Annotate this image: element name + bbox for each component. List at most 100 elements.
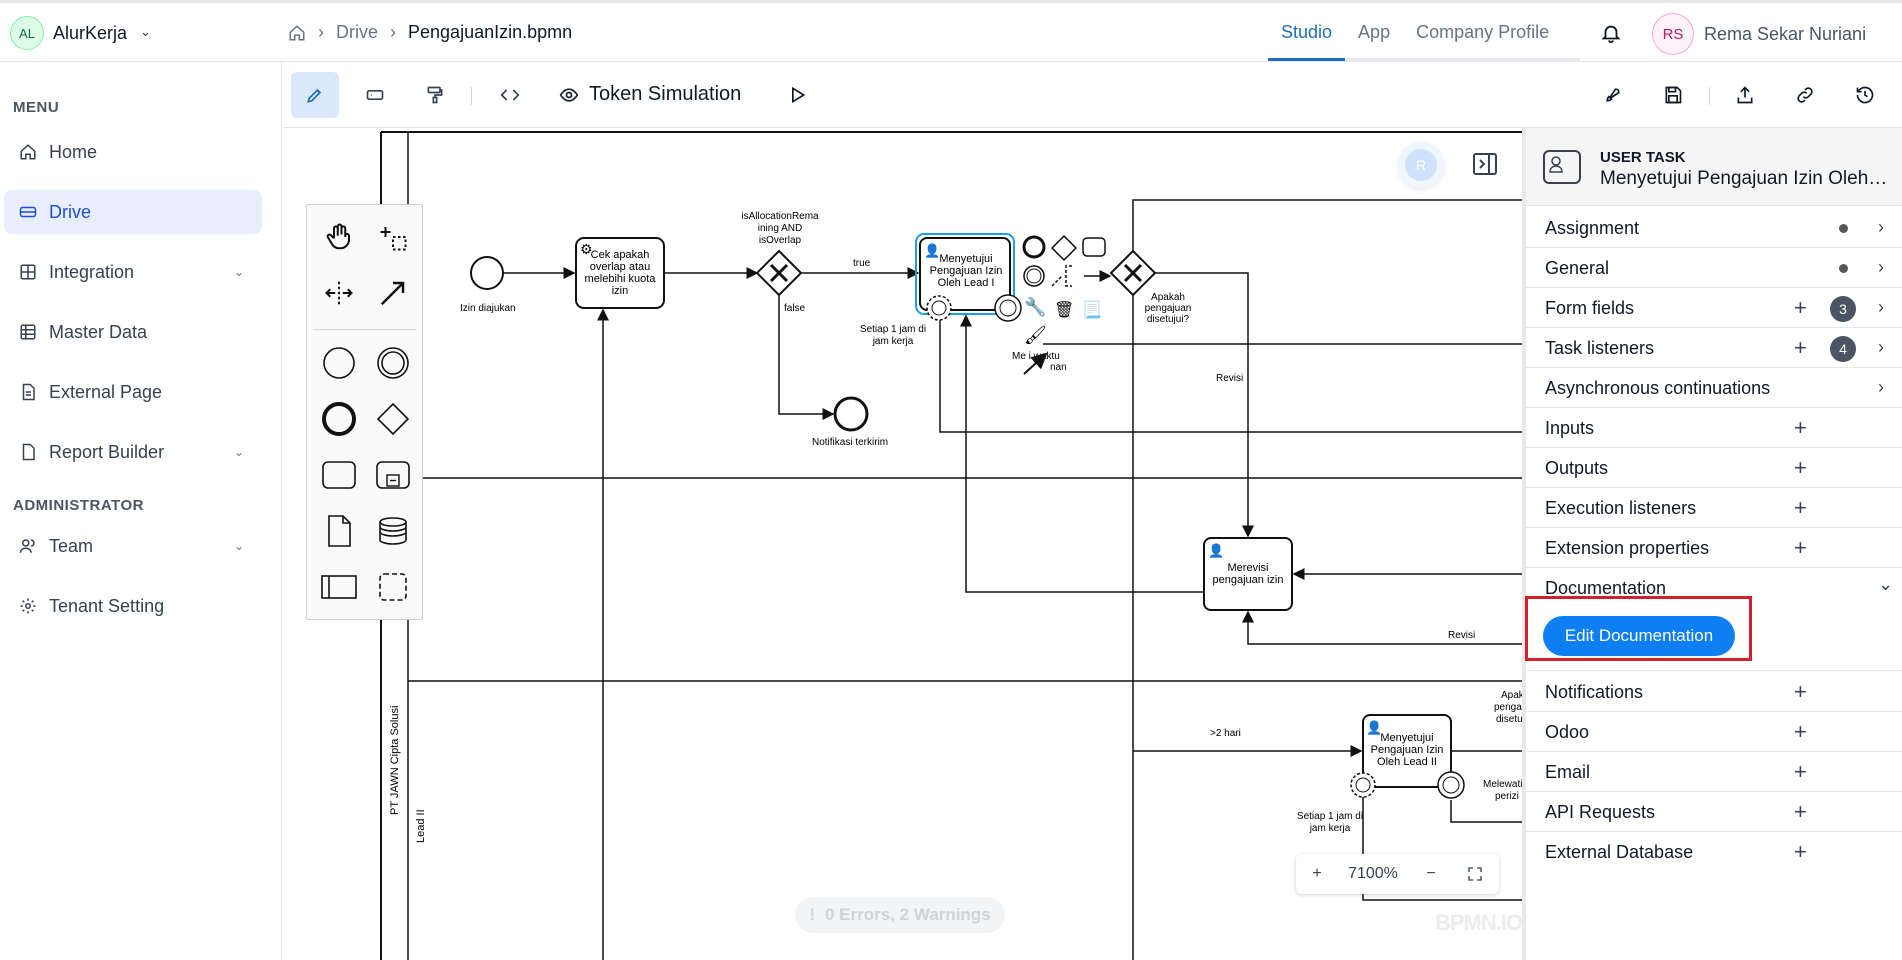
pad-end-event[interactable] (1022, 235, 1046, 259)
bell-icon[interactable] (1600, 22, 1622, 44)
bpmn-canvas[interactable]: PT JAWN Cipta Solusi Lead II Izin diajuk… (283, 128, 1522, 960)
timer-boundary-3[interactable] (1350, 772, 1376, 798)
sidebar-item-external-page[interactable]: External Page (4, 370, 262, 414)
add-icon[interactable]: + (1794, 759, 1807, 784)
group-extension-properties[interactable]: Extension properties + (1526, 528, 1902, 568)
sidebar-item-home[interactable]: Home (4, 130, 262, 174)
brush-icon[interactable]: 🖌 (1024, 325, 1047, 345)
add-icon[interactable]: + (1794, 455, 1807, 480)
tab-studio[interactable]: Studio (1268, 3, 1346, 61)
add-icon[interactable]: + (1794, 719, 1807, 744)
tab-app[interactable]: App (1358, 22, 1391, 42)
group-documentation[interactable]: Documentation ⌄ (1526, 568, 1902, 612)
user-task-lead1[interactable] (919, 237, 1011, 311)
start-event[interactable] (470, 256, 504, 290)
deploy-button[interactable] (1589, 72, 1637, 118)
user-name[interactable]: Rema Sekar Nuriani (1704, 24, 1867, 44)
group-email[interactable]: Email + (1526, 752, 1902, 792)
collaborator-avatar[interactable]: R (1398, 142, 1444, 188)
user-avatar[interactable]: RS (1652, 13, 1694, 55)
sidebar-item-drive[interactable]: Drive (4, 190, 262, 234)
validation-status[interactable]: ! 0 Errors, 2 Warnings (795, 897, 1005, 933)
hand-tool-icon[interactable] (317, 215, 361, 259)
intermediate-event-tool-icon[interactable] (371, 341, 415, 385)
chevron-right-icon[interactable]: › (1878, 217, 1884, 237)
chevron-down-icon[interactable]: ⌄ (140, 24, 151, 39)
add-icon[interactable]: + (1794, 679, 1807, 704)
group-tool-icon[interactable] (371, 565, 415, 609)
space-tool-icon[interactable] (317, 271, 361, 315)
panel-collapse-icon[interactable] (1472, 152, 1498, 176)
pad-task[interactable] (1082, 237, 1106, 257)
timer-boundary-4[interactable] (1437, 771, 1465, 799)
zoom-out-button[interactable]: − (1426, 865, 1436, 882)
properties-mode-button[interactable] (351, 72, 399, 118)
chevron-right-icon[interactable]: › (1878, 297, 1884, 317)
group-async[interactable]: Asynchronous continuations › (1526, 368, 1902, 408)
sidebar-item-tenant-setting[interactable]: Tenant Setting (4, 584, 262, 628)
sidebar-item-team[interactable]: Team ⌄ (4, 524, 262, 568)
connect-tool-icon[interactable] (371, 271, 415, 315)
link-button[interactable] (1781, 72, 1829, 118)
token-simulation-toggle[interactable]: Token Simulation (559, 83, 741, 106)
history-button[interactable] (1841, 72, 1889, 118)
group-assignment[interactable]: Assignment › (1526, 208, 1902, 248)
timer-boundary-1[interactable] (926, 295, 952, 321)
group-notifications[interactable]: Notifications + (1526, 672, 1902, 712)
save-button[interactable] (1649, 72, 1697, 118)
group-odoo[interactable]: Odoo + (1526, 712, 1902, 752)
wrench-icon[interactable]: 🔧 (1024, 296, 1046, 317)
add-icon[interactable]: + (1794, 535, 1807, 560)
start-event-tool-icon[interactable] (317, 341, 361, 385)
group-api-requests[interactable]: API Requests + (1526, 792, 1902, 832)
bpmn-io-logo[interactable]: BPMN.IO (1435, 910, 1523, 935)
add-icon[interactable]: + (1794, 415, 1807, 440)
chevron-right-icon[interactable]: › (1878, 257, 1884, 277)
group-task-listeners[interactable]: Task listeners + 4 › (1526, 328, 1902, 368)
zoom-in-button[interactable]: + (1312, 865, 1322, 882)
timer-boundary-2[interactable] (994, 294, 1022, 322)
chevron-right-icon[interactable]: › (1878, 337, 1884, 357)
lasso-tool-icon[interactable] (371, 215, 415, 259)
chevron-right-icon[interactable]: › (1878, 377, 1884, 397)
add-icon[interactable]: + (1794, 335, 1807, 360)
group-execution-listeners[interactable]: Execution listeners + (1526, 488, 1902, 528)
data-store-tool-icon[interactable] (371, 509, 415, 553)
workspace-name[interactable]: AlurKerja (53, 23, 128, 43)
group-outputs[interactable]: Outputs + (1526, 448, 1902, 488)
run-button[interactable] (773, 72, 821, 118)
export-button[interactable] (1721, 72, 1769, 118)
trash-icon[interactable]: 🗑 (1054, 301, 1074, 319)
end-event-notifikasi[interactable] (833, 396, 869, 432)
notes-icon[interactable]: 📃 (1082, 300, 1102, 319)
group-external-database[interactable]: External Database + (1526, 832, 1902, 872)
edit-documentation-button[interactable]: Edit Documentation (1543, 616, 1735, 656)
add-icon[interactable]: + (1794, 295, 1807, 320)
add-icon[interactable]: + (1794, 495, 1807, 520)
sidebar-item-master-data[interactable]: Master Data (4, 310, 262, 354)
modeler-mode-button[interactable] (291, 72, 339, 118)
pad-text-annotation[interactable] (1051, 265, 1072, 287)
workspace-avatar[interactable]: AL (10, 16, 44, 50)
add-icon[interactable]: + (1794, 839, 1807, 864)
bpmn-diagram[interactable]: PT JAWN Cipta Solusi Lead II Izin diajuk… (283, 128, 1522, 960)
tab-company-profile[interactable]: Company Profile (1416, 22, 1550, 42)
group-general[interactable]: General › (1526, 248, 1902, 288)
gateway-tool-icon[interactable] (371, 397, 415, 441)
sidebar-item-report-builder[interactable]: Report Builder ⌄ (4, 430, 262, 474)
subprocess-tool-icon[interactable] (371, 453, 415, 497)
add-icon[interactable]: + (1794, 799, 1807, 824)
chevron-down-icon[interactable]: ⌄ (1878, 574, 1894, 594)
sidebar-item-integration[interactable]: Integration ⌄ (4, 250, 262, 294)
xml-view-button[interactable] (486, 72, 534, 118)
pad-gateway[interactable] (1050, 234, 1078, 262)
task-tool-icon[interactable] (317, 453, 361, 497)
group-form-fields[interactable]: Form fields + 3 › (1526, 288, 1902, 328)
home-icon[interactable] (288, 24, 306, 42)
breadcrumb-drive[interactable]: Drive (336, 22, 379, 42)
pool-tool-icon[interactable] (317, 565, 361, 609)
user-task-merevisi[interactable] (1203, 537, 1293, 611)
group-inputs[interactable]: Inputs + (1526, 408, 1902, 448)
format-painter-button[interactable] (411, 72, 459, 118)
data-object-tool-icon[interactable] (317, 509, 361, 553)
